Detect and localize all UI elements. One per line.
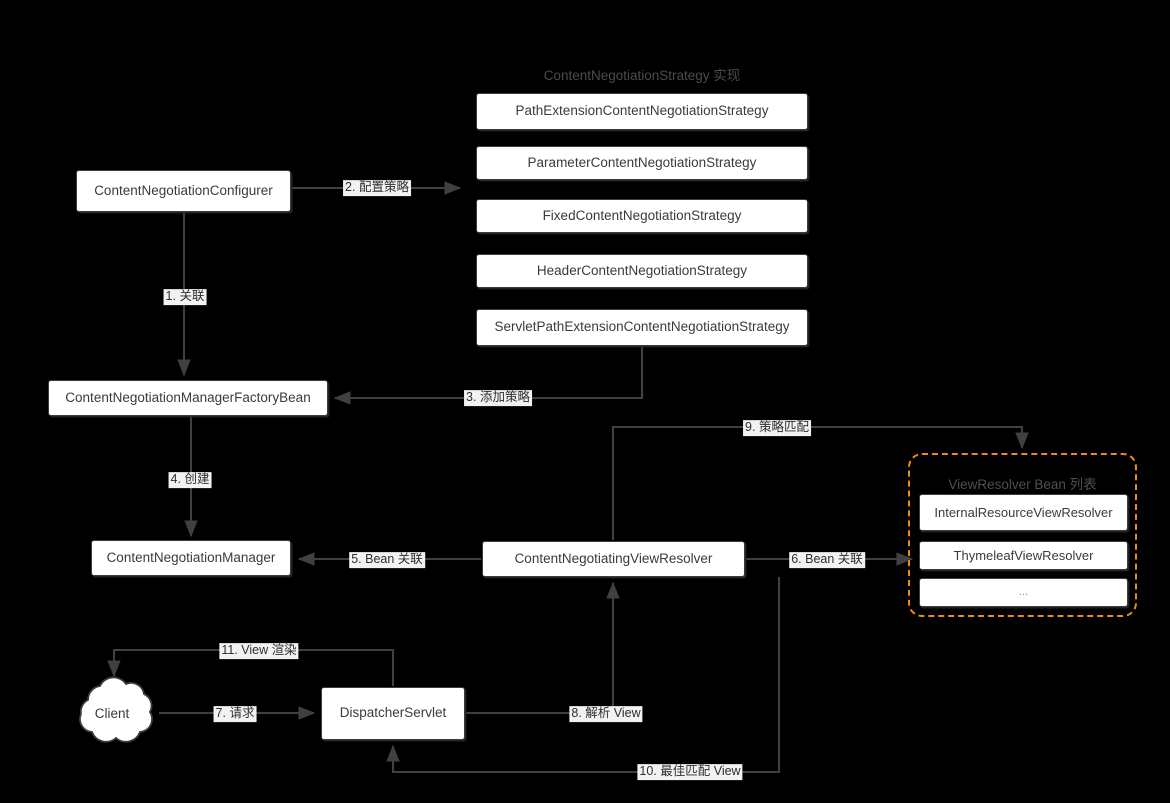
edge-label-6: 6. Bean 关联 xyxy=(789,552,865,568)
edge-label-10: 10. 最佳匹配 View xyxy=(637,764,743,780)
edge-3-path xyxy=(333,345,644,405)
node-content-negotiation-manager[interactable]: ContentNegotiationManager xyxy=(91,540,291,576)
strategy-node-parameter[interactable]: ParameterContentNegotiationStrategy xyxy=(476,146,808,180)
edge-label-5: 5. Bean 关联 xyxy=(349,552,425,568)
node-client-cloud[interactable]: Client xyxy=(62,674,162,752)
node-content-negotiating-view-resolver[interactable]: ContentNegotiatingViewResolver xyxy=(482,541,745,577)
edge-label-8: 8. 解析 View xyxy=(569,706,643,722)
edge-9-path xyxy=(611,425,1029,540)
edge-label-1: 1. 关联 xyxy=(163,289,207,305)
node-dispatcher-servlet[interactable]: DispatcherServlet xyxy=(321,687,465,740)
edge-label-2: 2. 配置策略 xyxy=(343,180,411,196)
edge-label-4: 4. 创建 xyxy=(168,472,212,488)
strategy-node-fixed[interactable]: FixedContentNegotiationStrategy xyxy=(476,199,808,233)
edge-label-7: 7. 请求 xyxy=(213,706,257,722)
edge-label-3: 3. 添加策略 xyxy=(464,390,532,406)
viewresolver-cluster-title: ViewResolver Bean 列表 xyxy=(948,477,1097,492)
viewresolver-node-thymeleaf[interactable]: ThymeleafViewResolver xyxy=(919,541,1128,570)
edge-10-path xyxy=(386,577,781,774)
strategy-node-header[interactable]: HeaderContentNegotiationStrategy xyxy=(476,254,808,288)
viewresolver-node-internal-resource[interactable]: InternalResourceViewResolver xyxy=(919,494,1128,531)
strategy-node-servlet-path-extension[interactable]: ServletPathExtensionContentNegotiationSt… xyxy=(476,309,808,346)
node-content-negotiation-manager-factory-bean[interactable]: ContentNegotiationManagerFactoryBean xyxy=(48,380,328,416)
cloud-icon xyxy=(79,676,153,743)
edge-8-path xyxy=(466,581,620,715)
edge-label-11: 11. View 渲染 xyxy=(219,643,299,659)
viewresolver-bean-cluster xyxy=(908,453,1137,617)
strategy-group-title: ContentNegotiationStrategy 实现 xyxy=(543,68,741,83)
strategy-node-path-extension[interactable]: PathExtensionContentNegotiationStrategy xyxy=(476,93,808,130)
edge-label-9: 9. 策略匹配 xyxy=(743,420,811,436)
node-content-negotiation-configurer[interactable]: ContentNegotiationConfigurer xyxy=(76,170,291,212)
viewresolver-node-more[interactable]: ... xyxy=(919,578,1128,607)
